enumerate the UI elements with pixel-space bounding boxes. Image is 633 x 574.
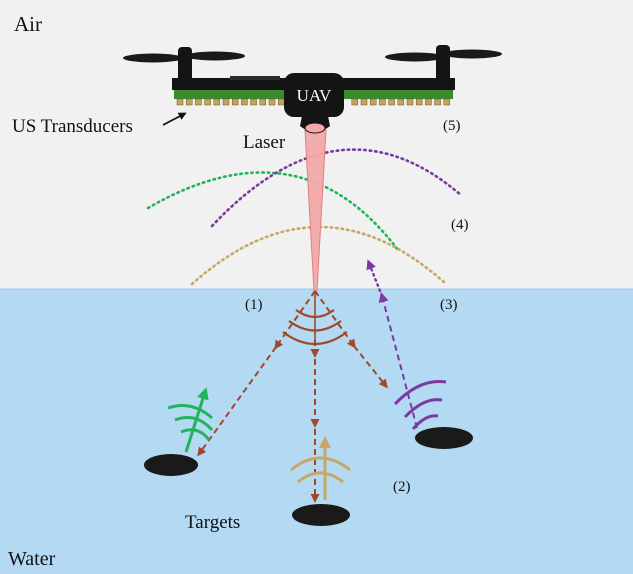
step2-label: (2) <box>393 479 411 495</box>
transducer-element <box>222 98 230 106</box>
propeller-right-a <box>385 52 445 62</box>
transducer-element <box>268 98 276 106</box>
step3-label: (3) <box>440 297 458 313</box>
return-path-dashed <box>378 292 418 429</box>
step1-label: (1) <box>245 297 263 313</box>
target-left <box>144 454 198 476</box>
scatter-wave-purple <box>393 379 447 430</box>
transducer-element <box>204 98 211 106</box>
water-label: Water <box>8 548 56 570</box>
transducer-element <box>443 98 451 106</box>
uav-drone <box>123 45 502 134</box>
transducer-pointer-arrow <box>162 112 187 126</box>
transducer-element <box>379 98 386 106</box>
scatter-wave-green <box>167 387 214 453</box>
transducer-element <box>369 98 377 106</box>
transducer-element <box>250 98 257 106</box>
step4-label: (4) <box>451 217 469 233</box>
uav-label: UAV <box>297 86 332 105</box>
transducer-element <box>259 98 267 106</box>
transducer-element <box>406 98 414 106</box>
target-middle <box>292 504 350 526</box>
us-transducers-label: US Transducers <box>12 116 133 137</box>
transducer-element <box>277 98 285 106</box>
frame-grip-left <box>230 76 280 80</box>
acoustic-rays <box>197 290 388 503</box>
airborne-wave-green <box>146 171 400 252</box>
transducer-element <box>415 98 423 106</box>
transducer-element <box>231 98 239 106</box>
transducer-element <box>195 98 202 106</box>
transducer-element <box>213 98 221 106</box>
transducer-element <box>185 98 193 106</box>
transducer-element <box>397 98 405 106</box>
transducer-element <box>241 98 248 106</box>
drone-body <box>284 73 344 117</box>
transducer-element <box>360 98 368 106</box>
laser-label: Laser <box>243 132 286 153</box>
scatter-wave-gold <box>290 436 351 500</box>
propeller-left-b <box>185 51 245 61</box>
water-region <box>0 289 633 574</box>
propeller-right-b <box>442 49 502 59</box>
return-path-dotted <box>366 259 384 298</box>
airborne-wave-purple <box>210 148 464 228</box>
motor-left <box>178 47 192 82</box>
transducer-element <box>176 98 184 106</box>
target-right <box>415 427 473 449</box>
transducer-element <box>351 98 359 106</box>
step5-label: (5) <box>443 118 461 134</box>
motor-right <box>436 45 450 82</box>
transducer-elements <box>176 98 451 106</box>
transducer-element <box>425 98 432 106</box>
targets-label: Targets <box>185 512 240 533</box>
laser-lens <box>304 122 326 134</box>
transducer-element <box>388 98 395 106</box>
transducer-element <box>434 98 441 106</box>
propeller-left-a <box>123 53 183 63</box>
air-label: Air <box>14 12 42 36</box>
